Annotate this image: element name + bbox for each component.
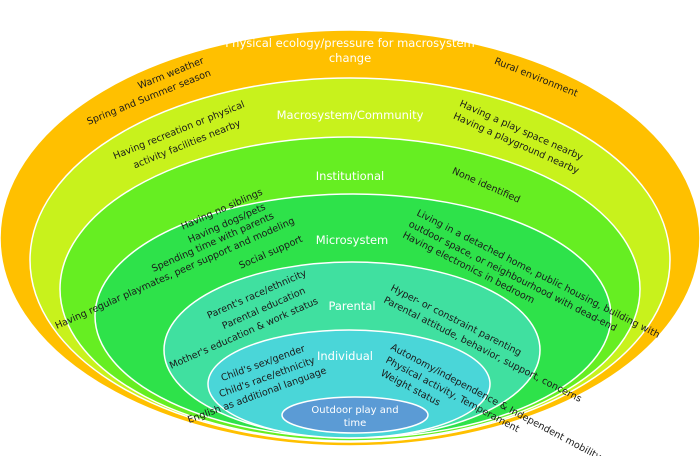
outdoor-play-center xyxy=(281,396,429,434)
parental-title: Parental xyxy=(328,299,375,313)
institutional-title: Institutional xyxy=(316,169,384,183)
microsystem-title: Microsystem xyxy=(316,233,389,247)
macrosystem-title: Macrosystem/Community xyxy=(277,108,424,122)
center-label-2: time xyxy=(344,418,367,429)
physical-title-2: change xyxy=(329,51,371,65)
center-label: Outdoor play and xyxy=(311,405,398,416)
individual-title: Individual xyxy=(317,349,373,363)
physical-title: Physical ecology/pressure for macrosyste… xyxy=(225,36,475,50)
